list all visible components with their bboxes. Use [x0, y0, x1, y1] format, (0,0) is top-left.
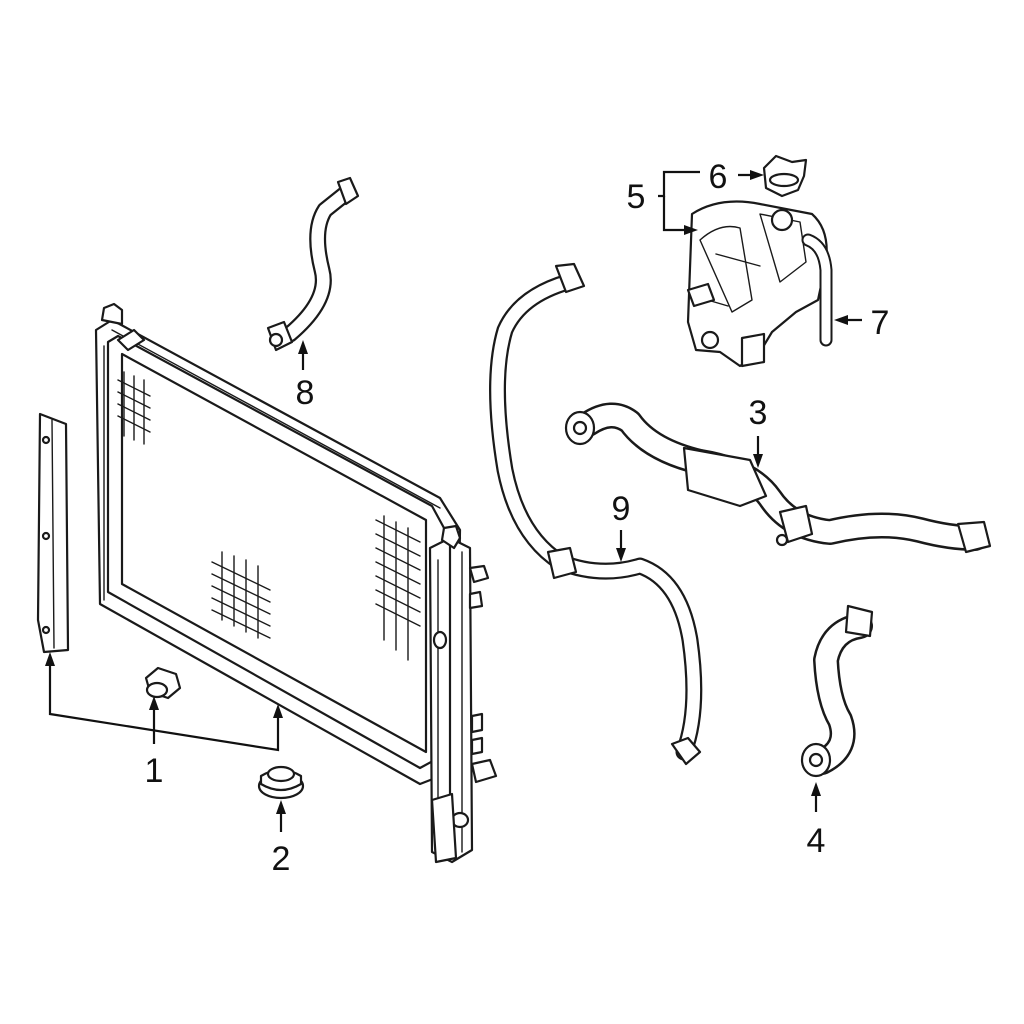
- part-5-reservoir[interactable]: [686, 200, 828, 368]
- part-1-plug[interactable]: [144, 666, 182, 700]
- part-4-hose[interactable]: [800, 604, 874, 778]
- radiator[interactable]: [94, 302, 498, 864]
- leader-lines: [45, 170, 862, 832]
- callout-1: 1: [145, 752, 164, 790]
- callout-9: 9: [612, 490, 631, 528]
- part-2-grommet[interactable]: [257, 765, 305, 800]
- part-3-hose[interactable]: [564, 402, 992, 554]
- core-fins-center: [211, 551, 271, 639]
- core-fins-right: [375, 515, 421, 661]
- part-1-side-seal[interactable]: [36, 412, 70, 654]
- callout-7: 7: [871, 304, 890, 342]
- core-fins-upper-left: [117, 371, 151, 445]
- callout-2: 2: [272, 840, 291, 878]
- callout-labels: 1 2 3 4 5 6 7 8 9: [145, 158, 890, 878]
- part-8-hose[interactable]: [266, 176, 360, 352]
- callout-4: 4: [807, 822, 826, 860]
- callout-8: 8: [296, 374, 315, 412]
- part-6-cap[interactable]: [762, 154, 808, 198]
- part-9-hose[interactable]: [489, 262, 703, 766]
- callout-3: 3: [749, 394, 768, 432]
- part-7-hose[interactable]: [801, 233, 833, 347]
- callout-6: 6: [709, 158, 728, 196]
- callout-5: 5: [627, 178, 646, 216]
